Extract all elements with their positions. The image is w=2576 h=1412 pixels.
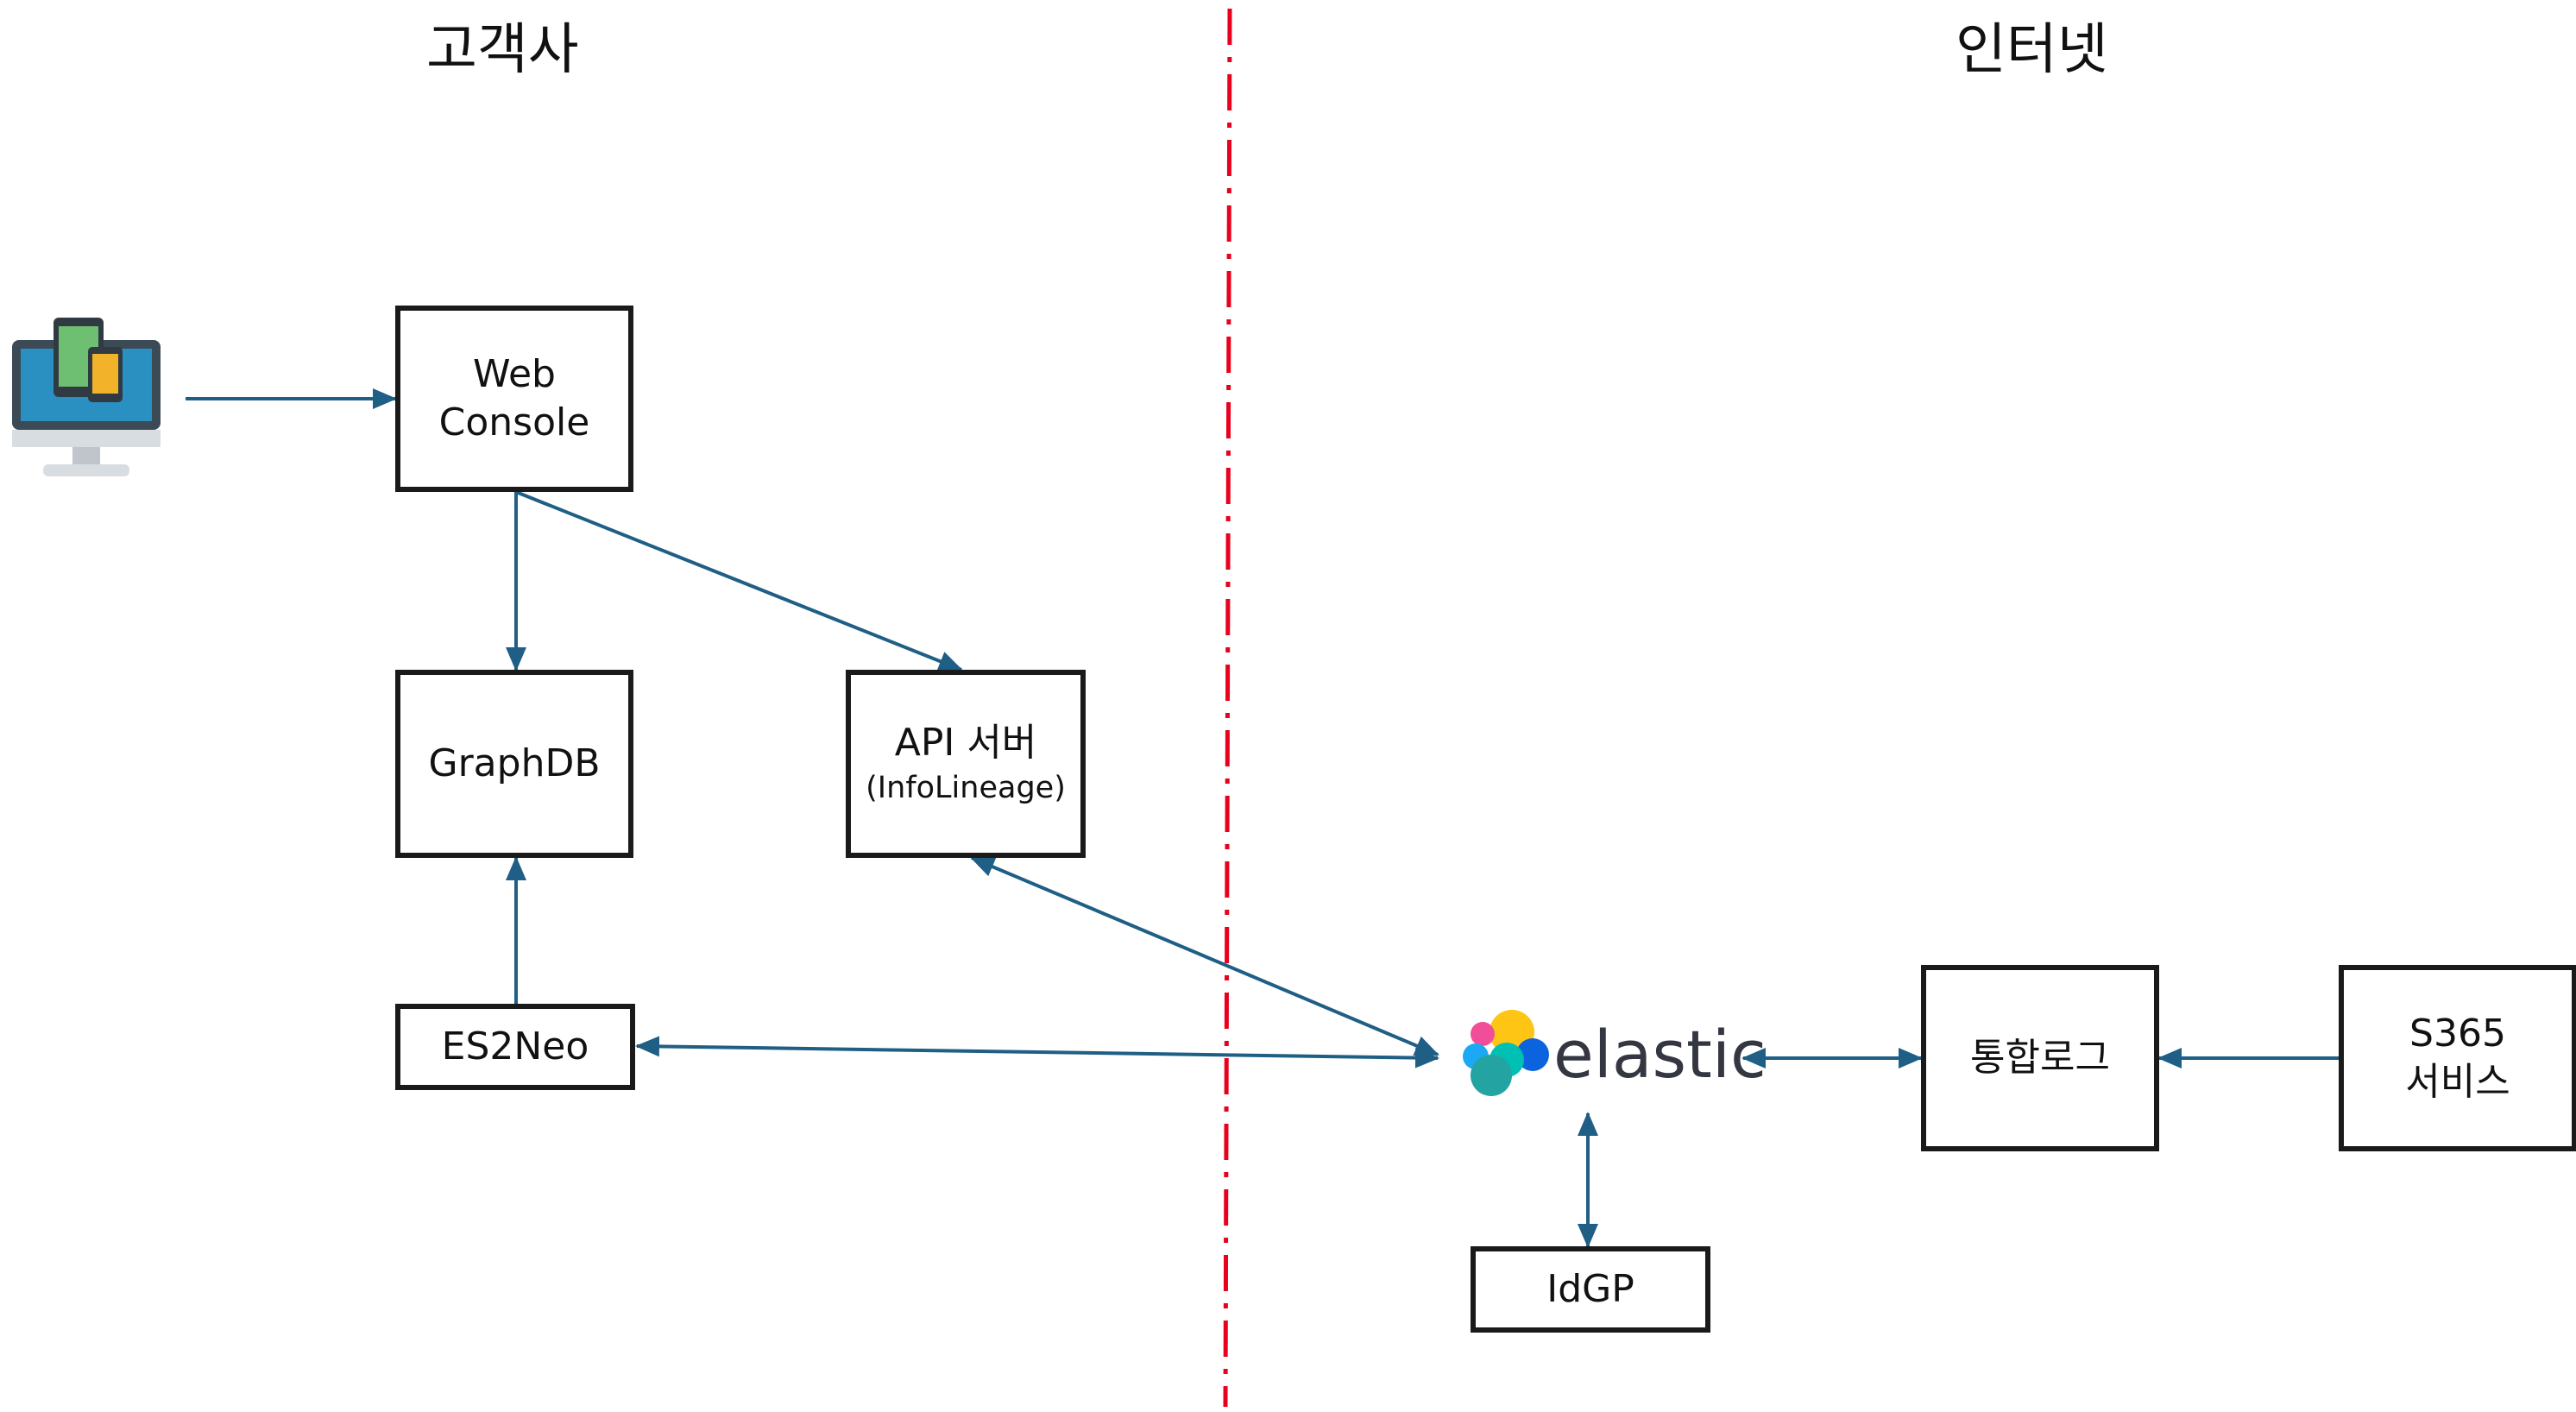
desktop-tablet-phone-icon <box>12 318 161 476</box>
web-console-label-line1: Web <box>473 352 556 396</box>
idgp-box: IdGP <box>1471 1246 1710 1333</box>
integrated-log-label: 통합로그 <box>1970 1036 2110 1080</box>
arrow-es2neo-elastic <box>635 1036 1439 1068</box>
elastic-logo-text: elastic <box>1553 1016 1767 1093</box>
s365-label-line1: S365 <box>2409 1012 2506 1056</box>
graphdb-box: GraphDB <box>395 670 633 858</box>
graphdb-label: GraphDB <box>428 741 601 785</box>
web-console-label-line2: Console <box>438 400 590 444</box>
integrated-log-box: 통합로그 <box>1921 965 2159 1151</box>
s365-service-box: S365 서비스 <box>2339 965 2576 1151</box>
s365-label-line2: 서비스 <box>2405 1060 2510 1104</box>
es2neo-box: ES2Neo <box>395 1004 635 1090</box>
elastic-logo-icon <box>1463 1010 1549 1096</box>
arrow-webconsole-to-apiserver <box>515 490 963 671</box>
es2neo-label: ES2Neo <box>441 1024 589 1068</box>
web-console-box: Web Console <box>395 306 633 492</box>
boundary-line <box>1223 8 1232 1408</box>
api-server-label-line1: API 서버 <box>894 721 1037 765</box>
idgp-label: IdGP <box>1546 1267 1634 1311</box>
api-server-label-line2: (InfoLineage) <box>866 771 1066 805</box>
api-server-box: API 서버 (InfoLineage) <box>846 670 1086 858</box>
arrow-apiserver-elastic <box>970 856 1439 1056</box>
zone-title-customer: 고객사 <box>426 18 579 82</box>
zone-title-internet: 인터넷 <box>1956 18 2108 82</box>
